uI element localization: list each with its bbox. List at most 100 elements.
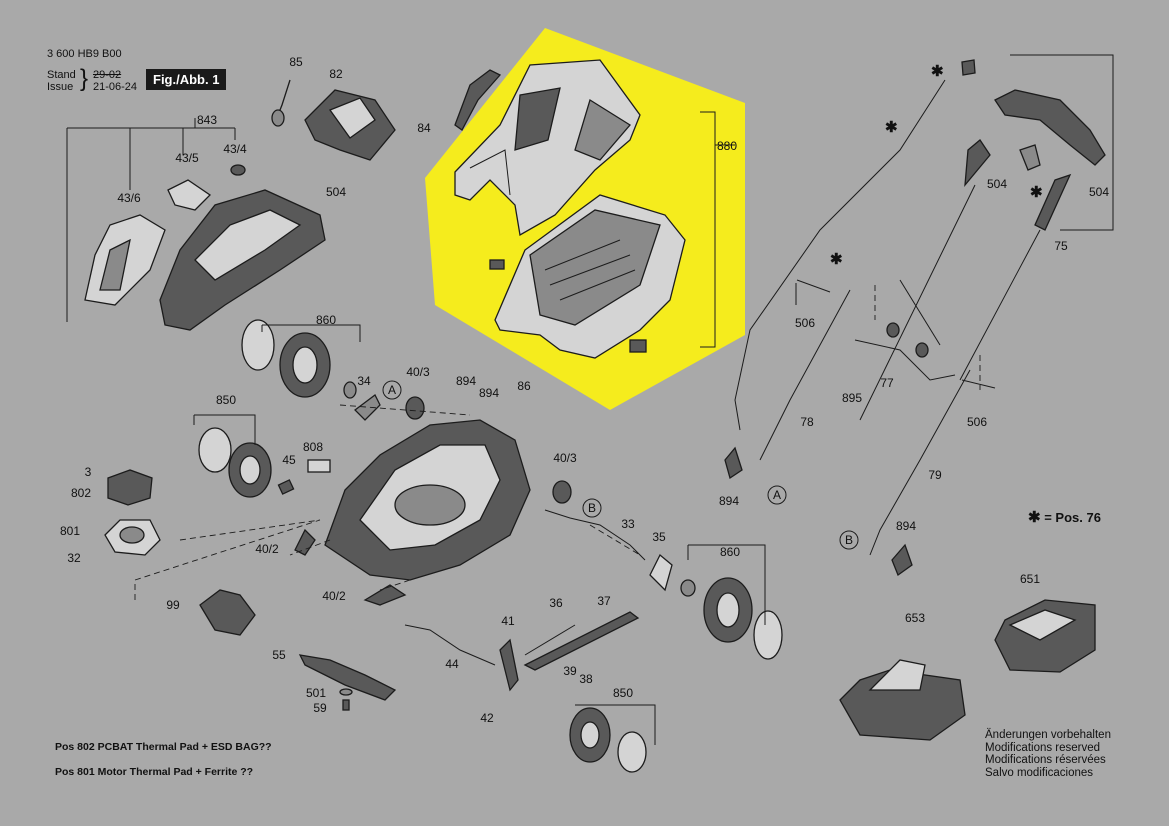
clip-40-2-b (363, 584, 407, 606)
lever-41 (499, 638, 519, 692)
label-39: 39 (563, 664, 577, 678)
label-33: 33 (621, 517, 635, 531)
star-marker-cable: ✱ (885, 119, 898, 136)
label-37: 37 (597, 594, 611, 608)
label-59: 59 (313, 701, 327, 715)
label-843: 843 (197, 113, 217, 127)
label-40-3-a: 40/3 (406, 365, 430, 379)
charger-653 (839, 659, 966, 741)
label-A-b: A (773, 488, 781, 502)
label-801: 801 (60, 524, 80, 538)
label-894-b: 894 (479, 386, 499, 400)
cover-43-6 (84, 214, 166, 306)
grass-bag-basket (489, 194, 686, 359)
label-501: 501 (306, 686, 326, 700)
wheel-860-b (680, 577, 783, 660)
rod-37 (523, 611, 640, 671)
modifications-de: Änderungen vorbehalten (985, 729, 1111, 741)
star-marker-clamp: ✱ (830, 251, 843, 268)
spring-36 (524, 624, 576, 656)
label-3: 3 (85, 465, 92, 479)
marker-B-a (582, 498, 602, 518)
safety-key-85 (271, 79, 291, 127)
label-40-2-b: 40/2 (322, 589, 346, 603)
bolt-59 (342, 699, 350, 711)
label-894-c: 894 (719, 494, 739, 508)
star-legend: ✱ = Pos. 76 (1028, 508, 1101, 526)
label-894-a: 894 (456, 374, 476, 388)
blade-55 (298, 654, 397, 701)
label-86: 86 (517, 379, 531, 393)
label-B-b: B (845, 533, 853, 547)
brace: } (80, 65, 89, 92)
motor-801 (104, 519, 161, 556)
label-653: 653 (905, 611, 925, 625)
washer-501 (339, 688, 353, 696)
label-84: 84 (417, 121, 431, 135)
axle-33 (544, 509, 646, 561)
label-36: 36 (549, 596, 563, 610)
clip-45 (277, 479, 295, 495)
marker-A-b (767, 485, 787, 505)
battery-651 (994, 599, 1096, 673)
label-99: 99 (166, 598, 180, 612)
label-504-c: 504 (1089, 185, 1109, 199)
star-marker-grip: ✱ (1030, 184, 1043, 201)
label-506-a: 506 (795, 316, 815, 330)
wheel-850-b (569, 707, 647, 773)
gear-40-3-a (405, 396, 425, 420)
switch-panel-82 (304, 89, 396, 161)
star-marker-top: ✱ (931, 63, 944, 80)
label-38: 38 (579, 672, 593, 686)
handle-tube-79 (869, 369, 971, 556)
label-43-5: 43/5 (175, 151, 199, 165)
label-860-a: 860 (316, 313, 336, 327)
hub-34 (354, 394, 381, 421)
knob-894-b (891, 543, 913, 577)
document-number: 3 600 HB9 B00 (47, 48, 122, 60)
label-43-6: 43/6 (117, 191, 141, 205)
grass-flap-99 (199, 589, 256, 636)
label-802: 802 (71, 486, 91, 500)
label-44: 44 (445, 657, 459, 671)
label-43-4: 43/4 (223, 142, 247, 156)
clip-40-2-a (294, 528, 316, 556)
note-pos-801: Pos 801 Motor Thermal Pad + Ferrite ?? (55, 766, 254, 778)
label-B-a: B (588, 501, 596, 515)
label-41: 41 (501, 614, 515, 628)
wheel-850-a (198, 427, 272, 498)
label-79: 79 (928, 468, 942, 482)
modifications-es: Salvo modificaciones (985, 766, 1094, 779)
knob-894 (724, 446, 743, 480)
pad-808 (307, 459, 331, 473)
label-78: 78 (800, 415, 814, 429)
label-894-d: 894 (896, 519, 916, 533)
note-pos-802: Pos 802 PCBAT Thermal Pad + ESD BAG?? (55, 741, 272, 753)
rod-44 (404, 624, 496, 666)
label-504-a: 504 (326, 185, 346, 199)
label-40-2-a: 40/2 (255, 542, 279, 556)
label-34: 34 (357, 374, 371, 388)
pcb-802 (107, 469, 153, 506)
handle-grip-84 (454, 69, 502, 131)
gear-40-3-b (552, 480, 572, 504)
handle-top (994, 89, 1106, 171)
housing-top (159, 189, 326, 331)
stand-value: 29-02 (93, 69, 122, 81)
stand-label: Stand (47, 69, 76, 81)
handle-tube-75 (859, 139, 1072, 421)
label-85: 85 (289, 55, 303, 69)
star-icon: ✱ (1028, 509, 1041, 526)
wheel-860-a (241, 319, 357, 399)
label-A-a: A (388, 383, 396, 397)
label-808: 808 (303, 440, 323, 454)
modifications-en: Modifications reserved (985, 741, 1101, 754)
label-504-b: 504 (987, 177, 1007, 191)
label-860-b: 860 (720, 545, 740, 559)
label-506-b: 506 (967, 415, 987, 429)
label-82: 82 (329, 67, 343, 81)
label-55: 55 (272, 648, 286, 662)
label-75: 75 (1054, 239, 1068, 253)
marker-A-a (382, 380, 402, 400)
